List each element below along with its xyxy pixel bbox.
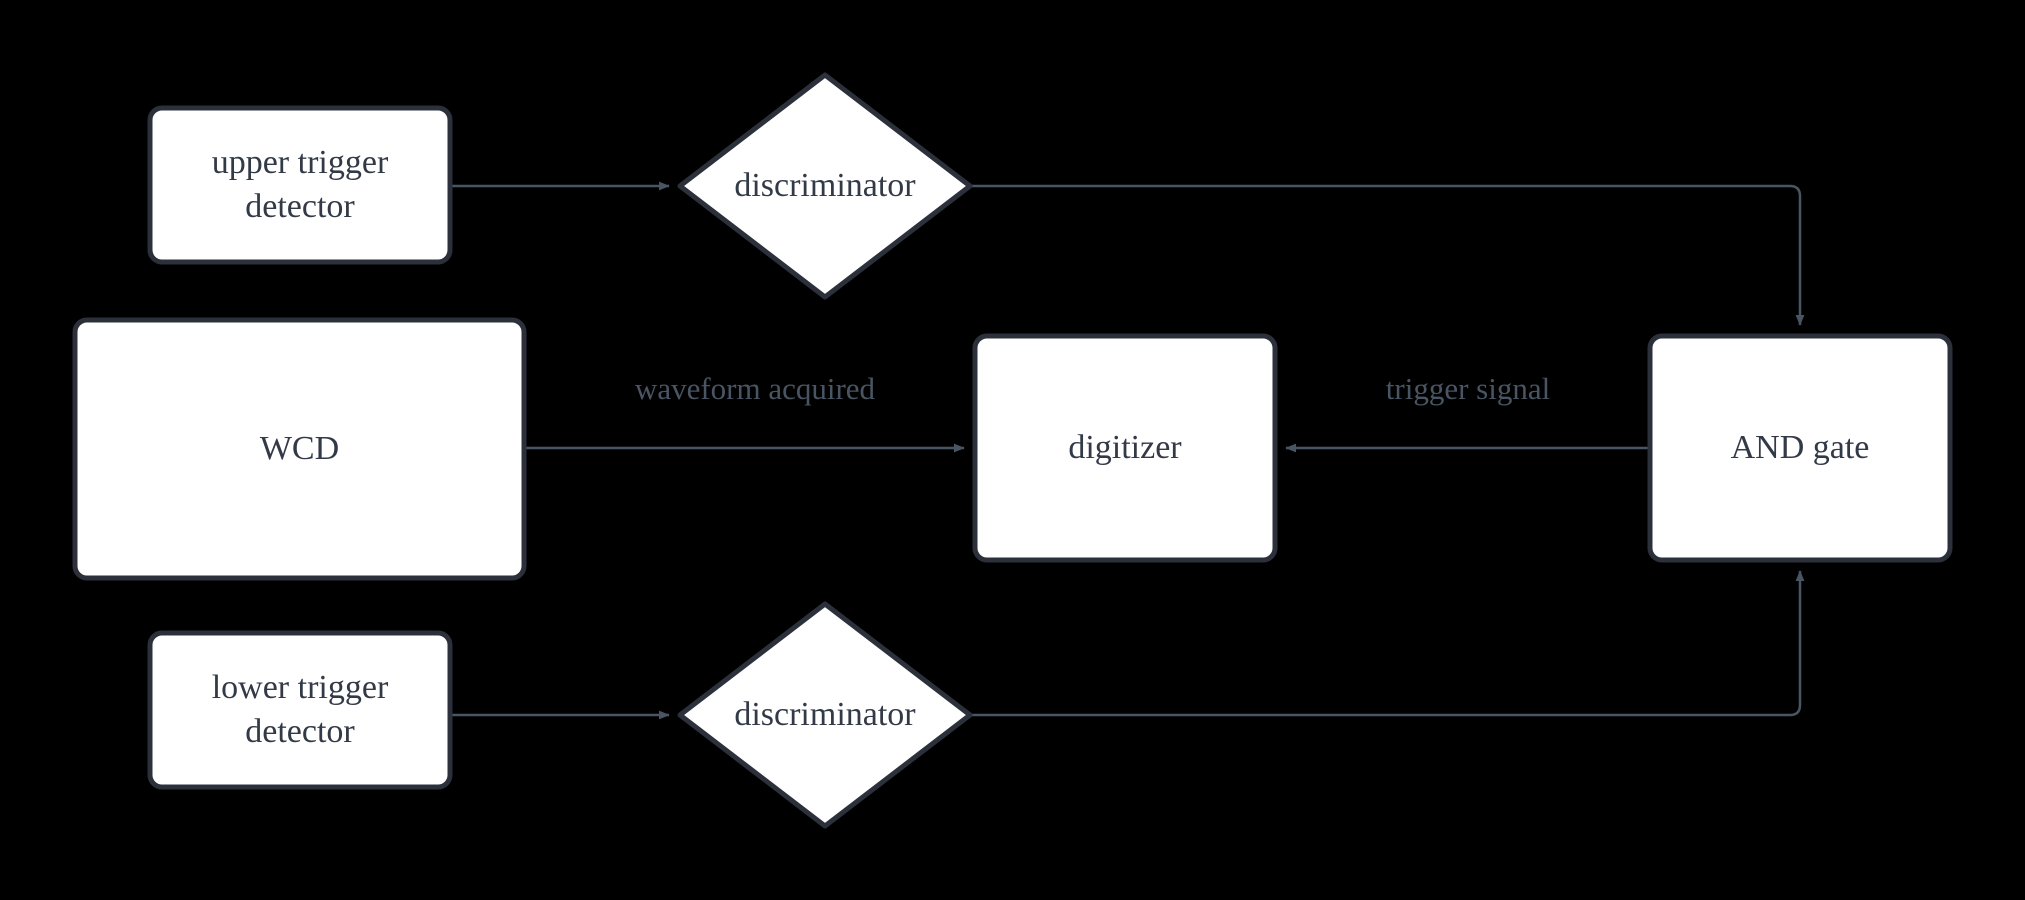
node-digitizer[interactable]	[972, 333, 1278, 563]
edge-label-waveform-acquired: waveform acquired	[634, 371, 876, 406]
node-discriminator-upper[interactable]	[677, 72, 973, 300]
edge-discriminator-lower-to-and-gate	[970, 570, 1805, 717]
node-lower-trigger-detector[interactable]	[147, 630, 453, 790]
edge-label-trigger-signal: trigger signal	[1385, 371, 1551, 406]
node-shape-layer	[72, 72, 1953, 829]
edge-layer	[450, 181, 1805, 720]
node-wcd[interactable]	[72, 317, 527, 581]
edge-discriminator-upper-to-and-gate	[970, 184, 1805, 326]
node-discriminator-lower[interactable]	[677, 601, 973, 829]
node-and-gate[interactable]	[1647, 333, 1953, 563]
node-upper-trigger-detector[interactable]	[147, 105, 453, 265]
